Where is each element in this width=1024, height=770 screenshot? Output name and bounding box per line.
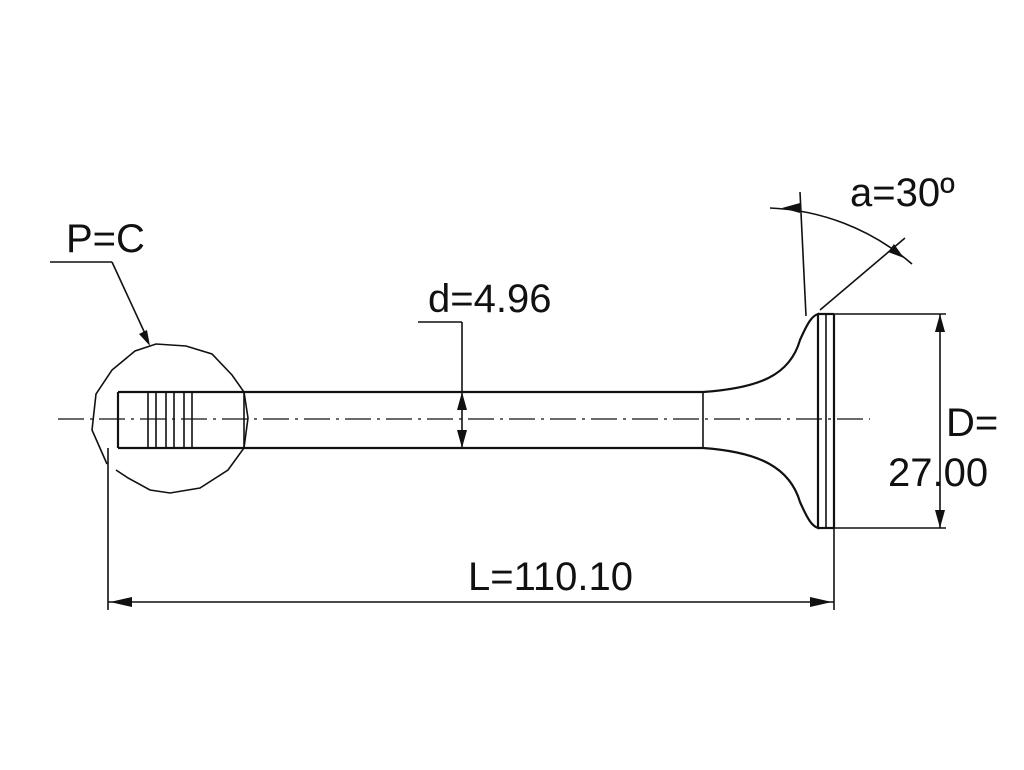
l-dimension: [107, 448, 835, 610]
label-p: P=C: [66, 217, 145, 261]
label-angle: a=30º: [850, 171, 955, 215]
label-big-d: D=: [946, 401, 998, 445]
big-d-dimension: [834, 313, 946, 529]
stem-grooves: [147, 392, 193, 448]
angle-dimension: [769, 191, 913, 317]
label-big-d-value: 27.00: [888, 451, 988, 495]
d-dimension: [418, 321, 467, 448]
p-leader: [50, 261, 150, 346]
label-l: L=110.10: [468, 555, 633, 599]
valve-stem: [116, 390, 704, 450]
detail-circle: [91, 343, 249, 494]
label-d: d=4.96: [428, 277, 551, 321]
valve-head: [702, 312, 836, 530]
